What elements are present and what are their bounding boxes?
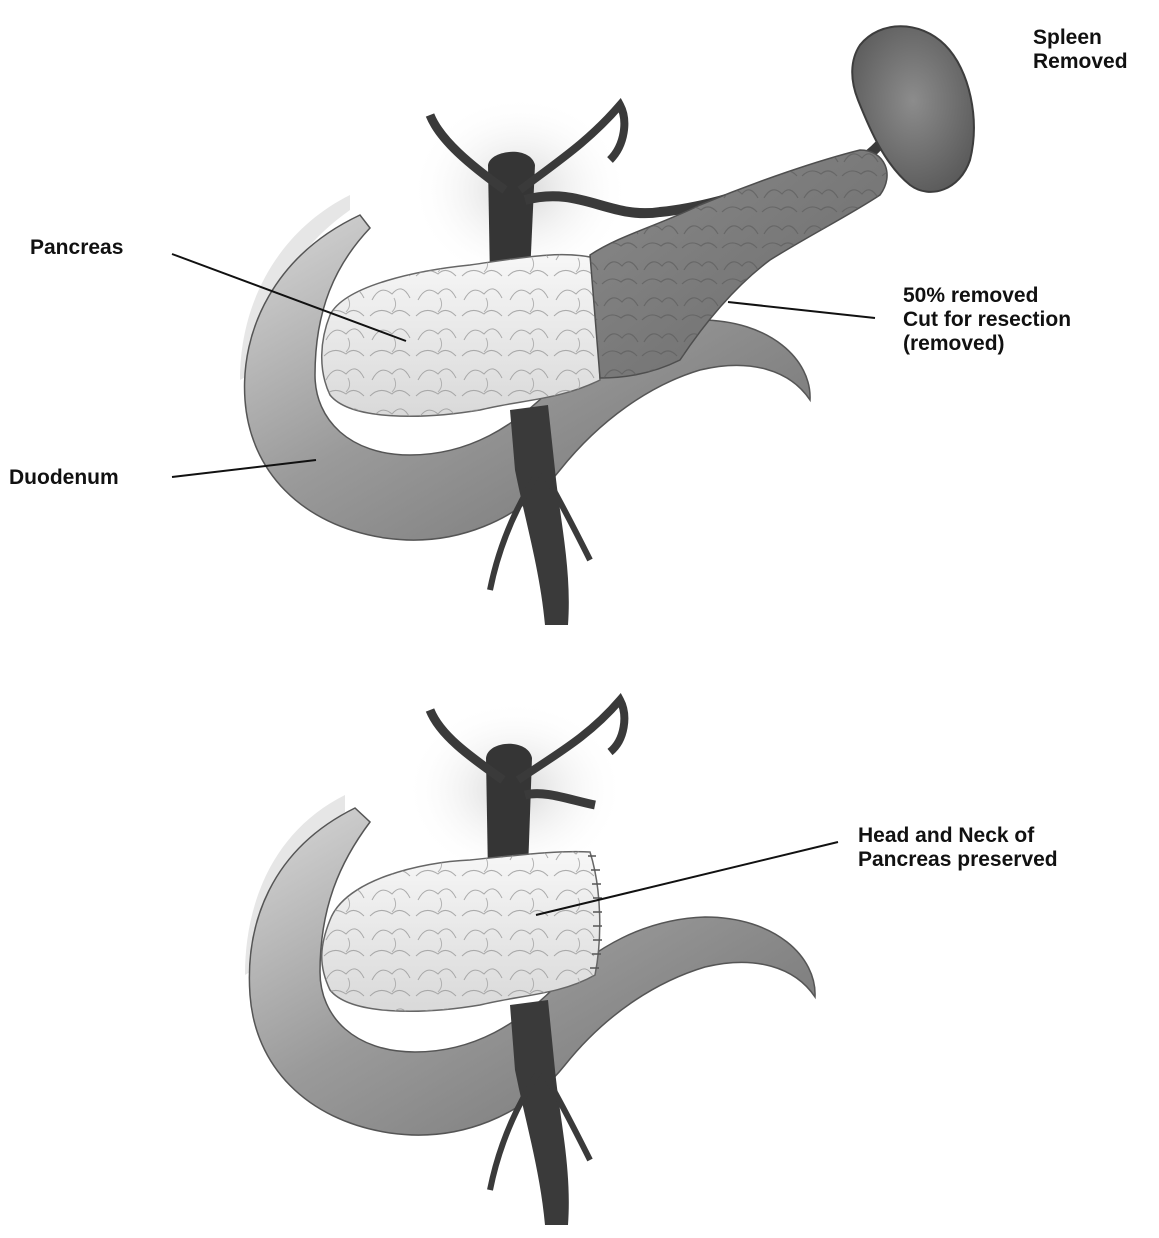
bottom-figure (245, 700, 815, 1225)
removed-label-line3: (removed) (903, 332, 1071, 356)
bottom-pancreas-head-texture (322, 852, 600, 1012)
pancreas-label: Pancreas (30, 236, 123, 260)
spleen-removed-label: Spleen Removed (1033, 26, 1128, 74)
fifty-percent-removed-label: 50% removed Cut for resection (removed) (903, 284, 1071, 356)
spleen-label-line1: Spleen (1033, 26, 1128, 50)
removed-leader-line (728, 302, 875, 318)
removed-label-line2: Cut for resection (903, 308, 1071, 332)
spleen-label-line2: Removed (1033, 50, 1128, 74)
preserved-label-line1: Head and Neck of (858, 824, 1058, 848)
removed-label-line1: 50% removed (903, 284, 1071, 308)
head-neck-preserved-label: Head and Neck of Pancreas preserved (858, 824, 1058, 872)
duodenum-label: Duodenum (9, 466, 119, 490)
preserved-label-line2: Pancreas preserved (858, 848, 1058, 872)
top-figure (240, 26, 974, 625)
top-pancreas-texture (322, 255, 600, 417)
